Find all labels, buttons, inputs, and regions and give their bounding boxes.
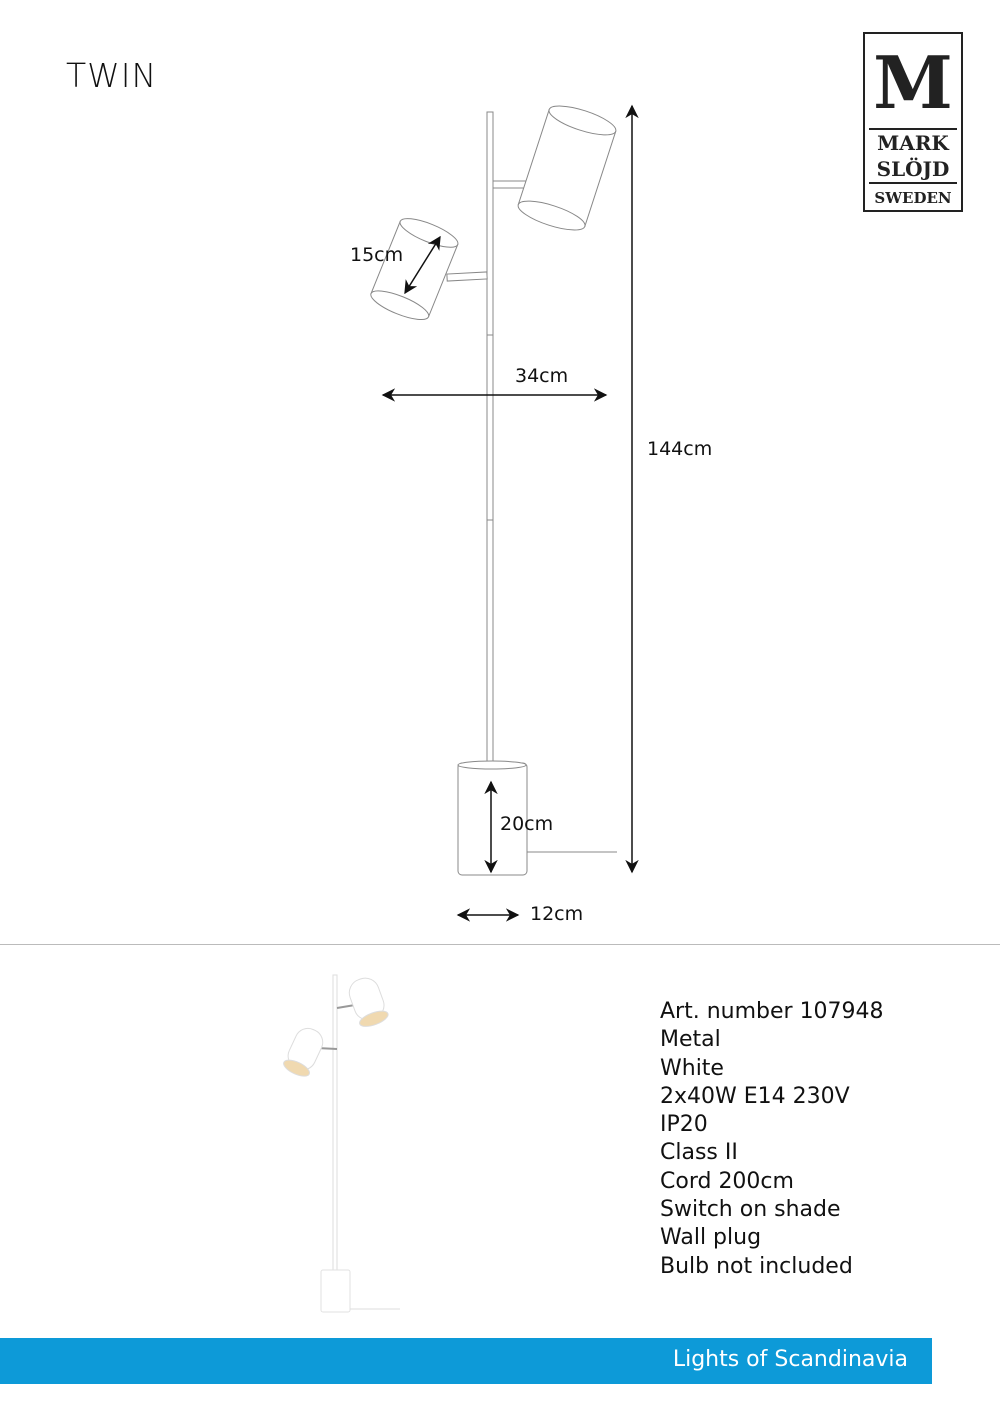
spec-list: Art. number 107948 Metal White 2x40W E14… [660, 998, 884, 1281]
product-title: TWIN [66, 56, 158, 95]
section-divider [0, 944, 1000, 945]
spec-art-number: Art. number 107948 [660, 999, 884, 1024]
spec-bulb-note: Bulb not included [660, 1253, 853, 1279]
product-photo [283, 974, 400, 1313]
lamp-line-drawing [370, 105, 617, 876]
spec-class: Class II [660, 1140, 738, 1166]
width-dimension-label: 34cm [515, 365, 569, 387]
spec-color: White [660, 1055, 724, 1081]
base-height-label: 20cm [500, 813, 554, 835]
spec-bulb: 2x40W E14 230V [660, 1083, 850, 1109]
footer-tagline: Lights of Scandinavia [672, 1347, 908, 1372]
dimension-drawing [370, 104, 639, 922]
logo-line-1: MARK [877, 131, 949, 155]
height-dimension-label: 144cm [647, 438, 713, 460]
spec-cord: Cord 200cm [660, 1168, 794, 1194]
dimension-arrows [381, 104, 639, 922]
logo-letter: M [873, 40, 953, 125]
logo-line-2: SLÖJD [877, 156, 950, 181]
footer-bar: Lights of Scandinavia [0, 1338, 932, 1384]
logo-line-3: SWEDEN [874, 189, 952, 207]
spec-switch: Switch on shade [660, 1197, 841, 1223]
spec-ip-rating: IP20 [660, 1112, 708, 1138]
base-width-label: 12cm [530, 903, 584, 925]
spec-material: Metal [660, 1027, 721, 1053]
brand-logo: M MARK SLÖJD SWEDEN [863, 32, 963, 212]
shade-dimension-label: 15cm [350, 244, 404, 266]
spec-plug: Wall plug [660, 1225, 762, 1251]
